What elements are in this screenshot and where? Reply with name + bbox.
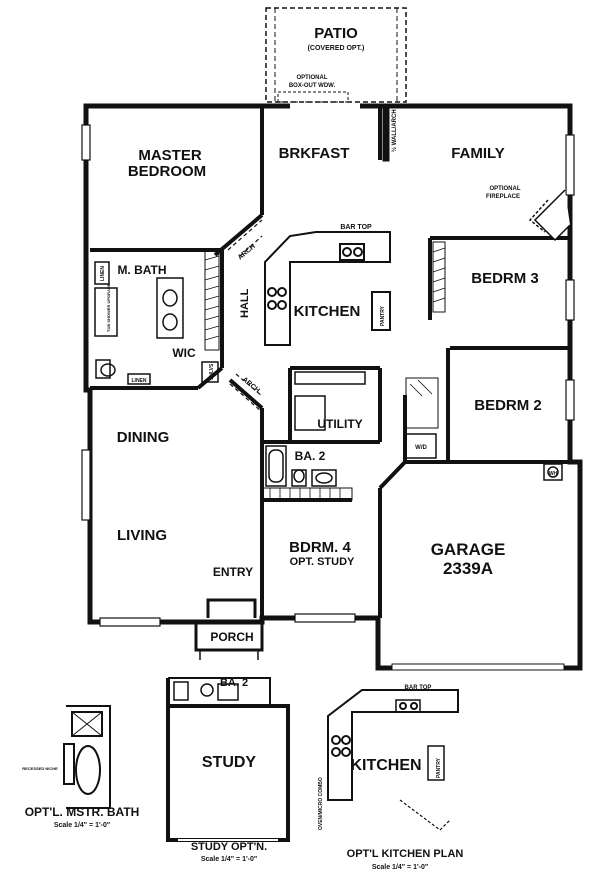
label-k-bar-top: BAR TOP (405, 685, 432, 691)
master-bath-fixtures (94, 261, 219, 385)
label-mbath: M. BATH (117, 263, 166, 277)
label-patio-note: (COVERED OPT.) (308, 45, 365, 52)
label-bdrm4: BDRM. 4 (289, 539, 351, 556)
title-kitchen-plan: OPT'L KITCHEN PLAN (347, 848, 464, 860)
label-pantry: PANTRY (380, 305, 386, 326)
arches (227, 219, 263, 413)
label-kitchen: KITCHEN (294, 303, 361, 320)
label-bar-top: BAR TOP (340, 224, 372, 231)
label-master-line2: BEDROOM (128, 163, 206, 180)
patio-outline (265, 7, 407, 103)
label-study-ba2: BA. 2 (220, 677, 248, 689)
label-patio: PATIO (314, 25, 358, 42)
label-boxout-2: BOX-OUT WDW. (289, 83, 336, 89)
label-fireplace-1: OPTIONAL (490, 186, 521, 192)
label-boxout: OPTIONAL (297, 75, 328, 81)
fireplace (528, 189, 571, 242)
scale-mstr-bath: Scale 1/4" = 1'-0" (54, 822, 110, 829)
label-k-kitchen: KITCHEN (350, 757, 421, 774)
label-family: FAMILY (451, 145, 505, 162)
label-shelves: SHLVS (209, 363, 215, 380)
label-dining: DINING (117, 429, 170, 446)
label-k-oven: OVEN/MICRO COMBO (318, 777, 324, 830)
scale-study-option: Scale 1/4" = 1'-0" (201, 856, 257, 863)
porch (194, 598, 264, 660)
label-garage: GARAGE (431, 540, 506, 559)
label-hall: HALL (239, 288, 251, 318)
bath-2-fixtures (265, 445, 337, 487)
label-living: LIVING (117, 527, 167, 544)
label-arch-1: ARCH (237, 243, 257, 261)
windows (81, 124, 575, 627)
half-wall (382, 105, 390, 162)
label-bedrm3: BEDRM 3 (471, 270, 539, 287)
label-wic: WIC (172, 346, 196, 360)
title-study-option: STUDY OPT'N. (191, 841, 267, 853)
inset-master-bath (63, 705, 111, 809)
inset-kitchen (327, 689, 459, 831)
utility-fixtures (294, 371, 563, 481)
label-brkfast: BRKFAST (279, 145, 350, 162)
label-wh: WH (549, 471, 558, 477)
label-wd: W/D (415, 445, 427, 451)
label-half-wall: ½ WALL/ARCH (391, 109, 398, 152)
label-recessed-niche: RECESSED NICHE (22, 766, 58, 771)
title-mstr-bath: OPT'L. MSTR. BATH (25, 805, 140, 819)
label-bedrm2: BEDRM 2 (474, 397, 542, 414)
kitchen-counter (264, 231, 391, 346)
closet-shelves (204, 241, 446, 501)
label-entry: ENTRY (213, 565, 253, 579)
inset-study (166, 677, 290, 842)
scale-kitchen-plan: Scale 1/4" = 1'-0" (372, 864, 428, 871)
label-porch: PORCH (210, 630, 253, 644)
label-study: STUDY (202, 754, 257, 771)
garage-door (391, 663, 565, 671)
label-master-line1: MASTER (138, 147, 202, 164)
label-bdrm4-note: OPT. STUDY (290, 556, 355, 568)
label-ba2: BA. 2 (295, 449, 326, 463)
label-plan-number: 2339A (443, 559, 493, 578)
label-tub: TUB SHOWER UPGRADE (106, 283, 111, 332)
label-linen-2: LINEN (132, 378, 147, 384)
label-linen-1: LINEN (100, 266, 106, 281)
label-utility: UTILITY (317, 417, 362, 431)
label-k-pantry: PANTRY (436, 757, 442, 778)
box-out-window (277, 91, 349, 103)
label-fireplace-2: FIREPLACE (486, 194, 520, 200)
